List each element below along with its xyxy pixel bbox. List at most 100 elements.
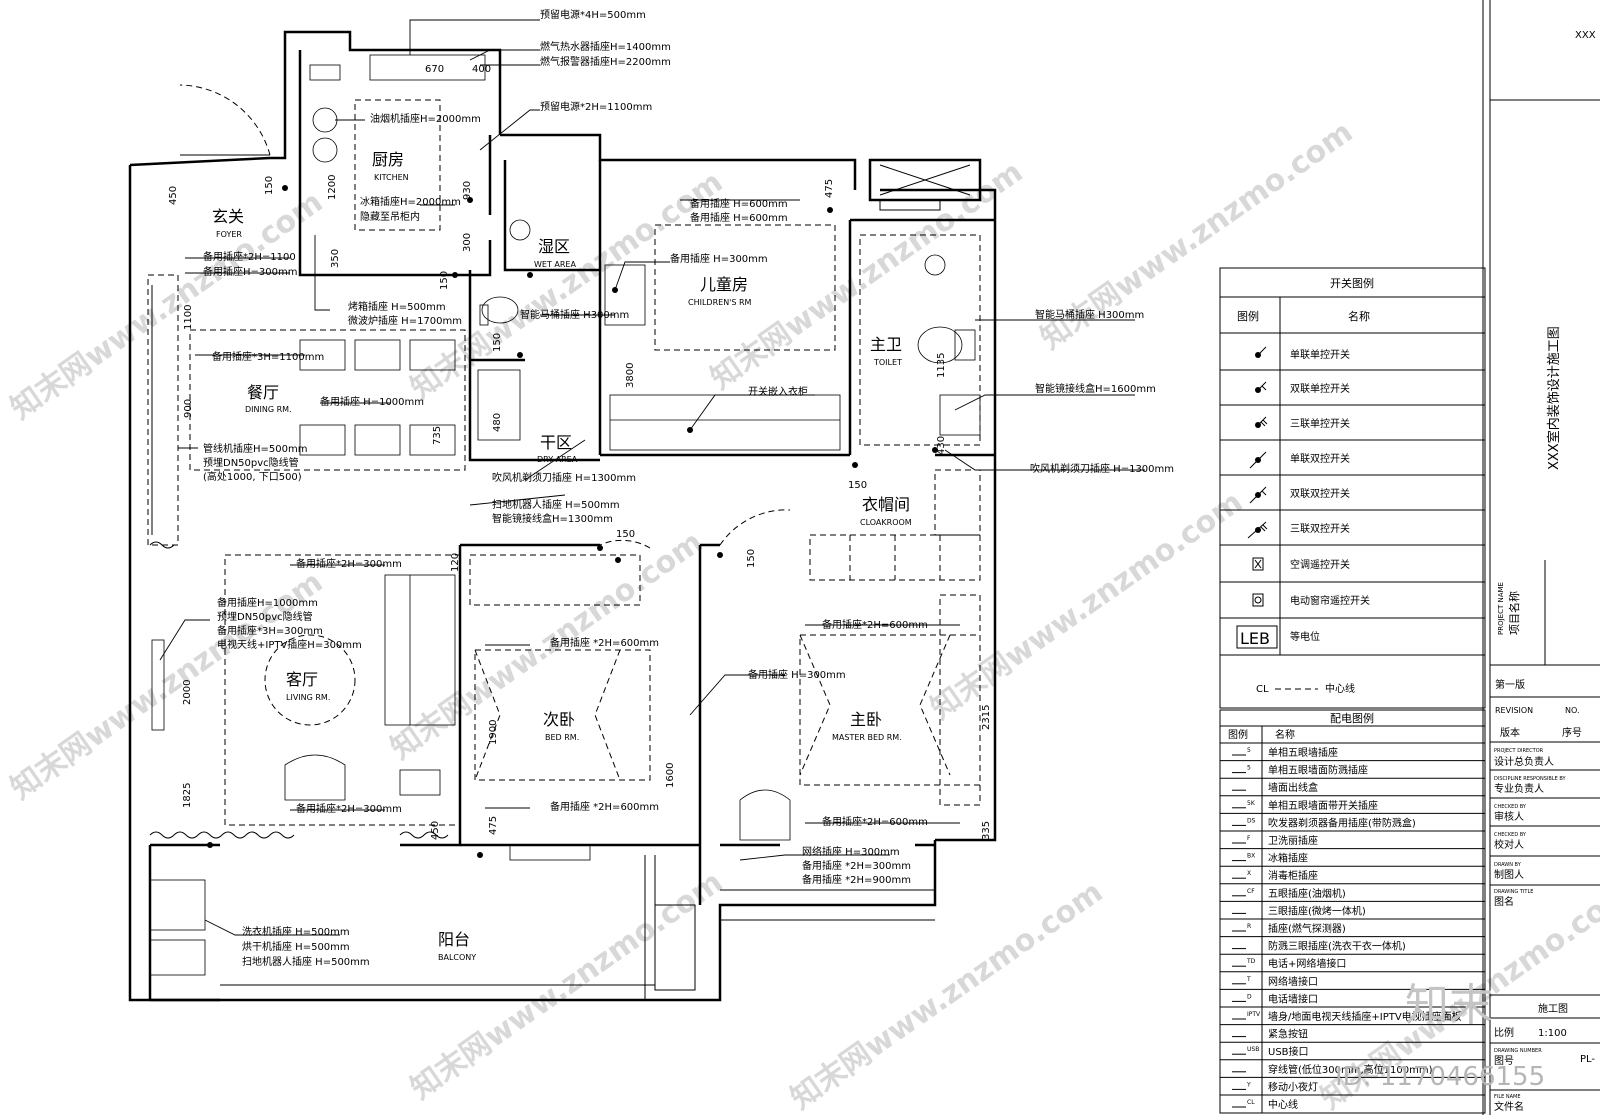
- power-legend-row: 穿线管(低位300mm,高位1100mm): [1220, 1059, 1485, 1076]
- switch-legend-row: 双联双控开关: [1249, 486, 1350, 504]
- file-name-en: FILE NAME: [1494, 1094, 1521, 1100]
- annotation: 备用插座H=300mm: [203, 265, 297, 278]
- project-name-en: PROJECT NAME: [1497, 582, 1505, 635]
- dimensions: 670 400 450 1200 930 300 350 1100 900 15…: [168, 64, 992, 840]
- annotation: 备用插座 *2H=900mm: [802, 873, 911, 886]
- outlet-symbol-code: 5: [1247, 765, 1251, 772]
- power-legend-label: 网络墙接口: [1268, 975, 1318, 988]
- outlet-symbol-code: D: [1247, 993, 1252, 1000]
- room-label-foyer: 玄关: [212, 207, 244, 226]
- role-en: CHECKED BY: [1494, 832, 1527, 838]
- outlet-symbol-icon: D: [1232, 993, 1252, 1002]
- power-legend-label: 墙面出线盒: [1268, 781, 1318, 794]
- room-label-wet: 湿区: [538, 237, 570, 256]
- role-en: PROJECT DIRECTOR: [1494, 748, 1544, 754]
- role-cn: 专业负责人: [1494, 782, 1544, 795]
- switch-legend-label: 单联双控开关: [1290, 452, 1350, 465]
- switch-legend-label: 双联双控开关: [1290, 487, 1350, 500]
- outlet-symbol-icon: USB: [1232, 1046, 1259, 1055]
- double-pole-dual-switch-icon: [1249, 486, 1267, 504]
- power-legend-label: 墙身/地面电视天线插座+IPTV电视插座面板: [1268, 1010, 1462, 1023]
- outlet-symbol-icon: BX: [1232, 853, 1255, 862]
- power-legend-label: 电话+网络墙接口: [1268, 957, 1346, 970]
- leb-symbol: LEB: [1240, 629, 1270, 648]
- power-legend-label: 卫洗丽插座: [1268, 834, 1318, 847]
- annotation: 备用插座*2H=300mm: [296, 802, 402, 815]
- outlet-symbol-code: DS: [1247, 817, 1256, 824]
- room-label-bed: 次卧: [543, 710, 575, 729]
- dimension: 1900: [488, 720, 499, 745]
- outlet-symbol-code: USB: [1247, 1046, 1259, 1053]
- dimension: 400: [472, 64, 491, 75]
- dimension: 900: [183, 399, 194, 418]
- outlet-symbol-code: CF: [1247, 888, 1255, 895]
- power-legend-title: 配电图例: [1330, 711, 1374, 725]
- annotation: 备用插座 *2H=600mm: [550, 636, 659, 649]
- switch-legend-label: 等电位: [1290, 630, 1320, 643]
- watermark-text: 知末网www.znzmo.com: [785, 875, 1110, 1115]
- drawing-number: PL-: [1580, 1054, 1595, 1065]
- role-cn: 设计总负责人: [1494, 755, 1554, 768]
- annotation: 备用插座 *2H=300mm: [802, 859, 911, 872]
- dimension: 930: [462, 181, 473, 200]
- dimension: 1135: [936, 353, 947, 378]
- file-name-cn: 文件名: [1494, 1100, 1524, 1113]
- revision-label: REVISION: [1495, 706, 1533, 715]
- dimension: 1100: [183, 305, 194, 330]
- annotation: 管线机插座H=500mm: [203, 442, 307, 455]
- power-legend-label: 三眼插座(微烤一体机): [1268, 904, 1366, 917]
- role-en: DRAWN BY: [1494, 862, 1522, 868]
- single-pole-dual-switch-icon: [1249, 451, 1267, 469]
- annotation: 备用插座*3H=300mm: [217, 624, 323, 637]
- watermark-logo: 知末: [1405, 980, 1493, 1031]
- room-label-children: 儿童房: [700, 275, 748, 294]
- room-label-living-en: LIVING RM.: [286, 693, 330, 702]
- role-en: DRAWING TITLE: [1494, 889, 1533, 895]
- room-label-dry-en: DRY AREA: [537, 455, 578, 464]
- outlet-symbol-code: BX: [1247, 853, 1255, 860]
- room-label-wet-en: WET AREA: [534, 260, 576, 269]
- dimension: 480: [492, 413, 503, 432]
- annotation: 烘干机插座 H=500mm: [242, 940, 350, 953]
- power-legend-label: 单相五眼墙插座: [1268, 746, 1338, 759]
- power-legend-row: 紧急按钮: [1220, 1024, 1485, 1041]
- dimension: 300: [462, 233, 473, 252]
- edition-label: 第一版: [1495, 678, 1525, 691]
- annotation: 开关嵌入衣柜: [748, 385, 808, 398]
- annotation: 备用插座*3H=1100mm: [212, 350, 324, 363]
- switch-legend: 开关图例 图例 名称 单联单控开关 双联单控开关 三联单控开关 单联双控开关 双…: [1219, 267, 1486, 709]
- outlet-symbol-icon: TD: [1232, 958, 1256, 967]
- dimension: 2315: [981, 705, 992, 730]
- project-name-cn: 项目名称: [1507, 591, 1521, 635]
- status-text: 施工图: [1538, 1002, 1568, 1015]
- dimension: 670: [425, 64, 444, 75]
- power-legend-label: 五眼插座(油烟机): [1268, 887, 1346, 900]
- switch-legend-row: 电动窗帘遥控开关: [1252, 593, 1370, 607]
- dimension: 150: [616, 529, 635, 540]
- annotation: 备用插座 H=300mm: [670, 252, 768, 265]
- annotation: 智能马桶插座 H300mm: [1035, 308, 1144, 321]
- triple-pole-dual-switch-icon: [1247, 521, 1268, 539]
- dimension: 475: [488, 816, 499, 835]
- annotation: (高处1000, 下口500): [203, 470, 302, 483]
- annotation: 吹风机剃须刀插座 H=1300mm: [492, 471, 636, 484]
- revision-no: NO.: [1565, 706, 1580, 715]
- switch-legend-row: 双联单控开关: [1255, 381, 1350, 395]
- switch-legend-row: 单联双控开关: [1249, 451, 1350, 469]
- annotation: 烤箱插座 H=500mm: [348, 300, 446, 313]
- outlet-symbol-icon: IPTV: [1232, 1011, 1261, 1020]
- power-legend-row: 防溅三眼插座(洗衣干衣一体机): [1220, 936, 1485, 953]
- power-legend-label: 消毒柜插座: [1268, 869, 1318, 882]
- power-legend-label: 紧急按钮: [1268, 1028, 1308, 1041]
- switch-legend-row: 单联单控开关: [1255, 346, 1350, 361]
- annotation: 预埋DN50pvc隐线管: [203, 456, 299, 469]
